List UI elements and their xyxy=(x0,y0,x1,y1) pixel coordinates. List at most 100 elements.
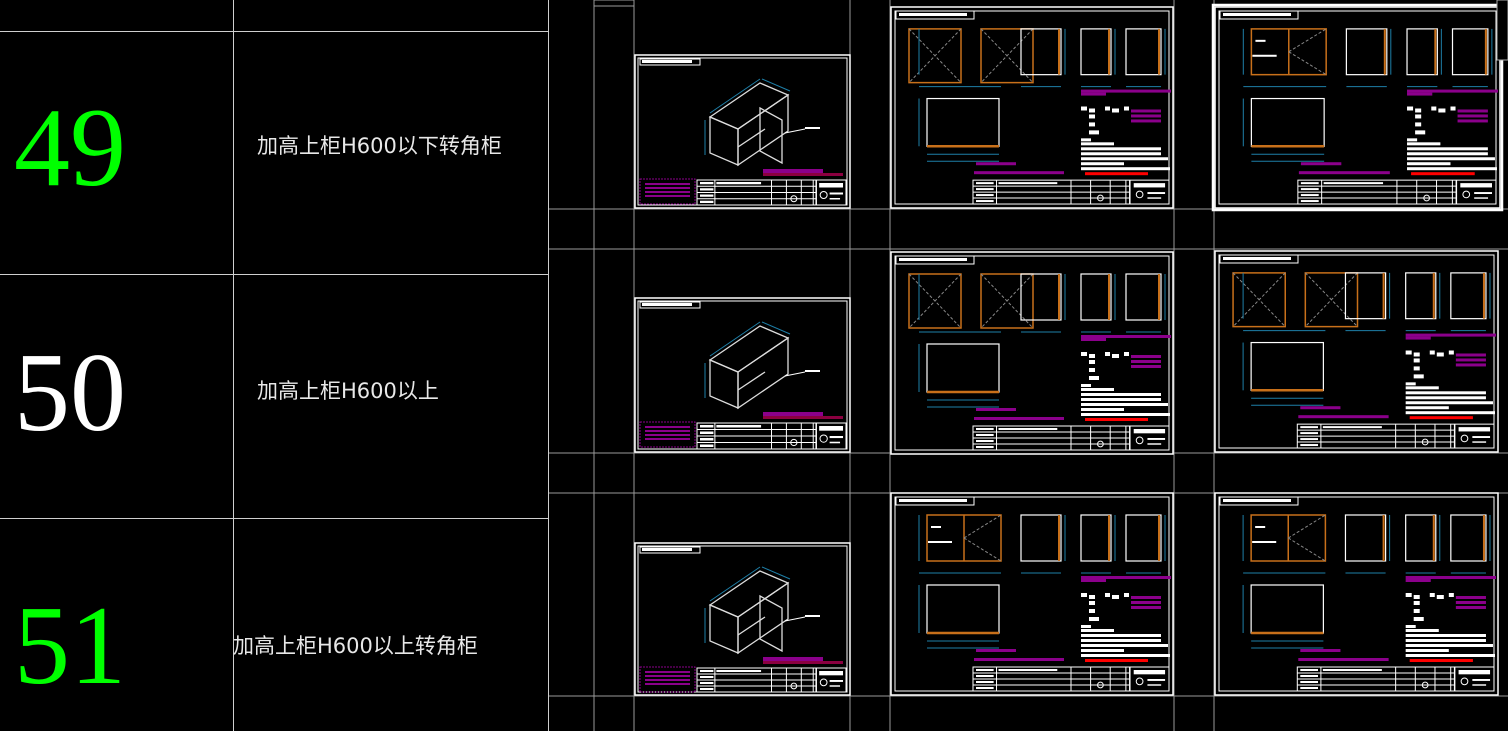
side-view xyxy=(1080,28,1112,76)
side-view xyxy=(1125,28,1162,76)
company-info xyxy=(1147,443,1162,445)
spec-text xyxy=(1407,167,1497,171)
note-bar xyxy=(1405,579,1431,582)
spec-cell xyxy=(1089,108,1095,113)
title-block-cell xyxy=(1300,675,1318,677)
spec-text xyxy=(1081,625,1091,628)
spec-note xyxy=(1455,596,1486,599)
spec-note xyxy=(1455,363,1486,367)
side-view xyxy=(1125,273,1162,321)
spec-cell xyxy=(1081,106,1087,111)
row-divider xyxy=(0,274,549,275)
leader-label xyxy=(805,615,820,617)
side-view xyxy=(1344,514,1387,562)
spec-cell xyxy=(1438,108,1446,113)
spec-text xyxy=(1405,391,1486,395)
note-bar xyxy=(1300,649,1341,652)
company-logo xyxy=(1458,670,1491,675)
spec-cell xyxy=(1089,601,1095,605)
row-number: 51 xyxy=(14,584,126,708)
spec-note xyxy=(1457,114,1488,118)
note-bar xyxy=(976,162,1016,166)
title-block-cell xyxy=(700,182,714,185)
title-block-cell xyxy=(1300,681,1318,683)
leader-label xyxy=(805,370,820,372)
warning-note xyxy=(1085,659,1148,662)
note-bar xyxy=(974,417,1064,420)
leader-label xyxy=(1255,526,1266,528)
note-bar xyxy=(976,408,1016,411)
title-block-cell xyxy=(700,438,714,441)
sheet-header-text xyxy=(642,303,692,306)
cabinet-outline xyxy=(737,581,789,655)
company-info xyxy=(829,192,844,195)
spec-cell xyxy=(1413,352,1420,357)
dimension-line xyxy=(709,78,761,114)
revision-note xyxy=(645,430,690,432)
door-swing-line xyxy=(980,273,1034,329)
company-logo xyxy=(1133,670,1166,675)
note-bar xyxy=(1405,333,1496,337)
spec-text xyxy=(1081,388,1114,391)
title-block-cell xyxy=(1322,426,1382,429)
spec-text xyxy=(1405,625,1416,628)
leader-label xyxy=(805,127,820,129)
spec-text xyxy=(1407,142,1441,146)
spec-cell xyxy=(1112,354,1119,358)
side-view xyxy=(1344,272,1387,320)
revision-note xyxy=(645,191,690,193)
side-view xyxy=(1405,514,1437,562)
dimension-line xyxy=(761,78,791,92)
sheet-border xyxy=(1214,492,1499,696)
revision-note xyxy=(645,434,690,436)
company-seal-icon xyxy=(1135,190,1144,199)
row-number: 50 xyxy=(14,331,126,455)
front-view-panel xyxy=(980,28,1034,84)
front-view-panel xyxy=(980,273,1034,329)
note-bar xyxy=(1081,335,1171,338)
title-block-cell xyxy=(700,425,714,428)
table-divider-2 xyxy=(548,0,549,731)
revision-note xyxy=(645,187,690,189)
title-block-cell xyxy=(700,188,714,191)
door-outline xyxy=(759,106,783,165)
note-bar xyxy=(1298,171,1390,175)
logo-icon xyxy=(1097,194,1104,202)
table-divider-1 xyxy=(233,0,234,731)
dimension-line xyxy=(709,566,761,602)
title-block-cell xyxy=(1300,444,1318,447)
company-seal-icon xyxy=(1460,434,1469,443)
company-info xyxy=(1472,441,1487,443)
note-bar xyxy=(763,416,843,419)
spec-cell xyxy=(1089,354,1095,358)
note-bar xyxy=(1081,92,1106,96)
title-block-cell xyxy=(976,675,994,677)
side-view xyxy=(1451,28,1489,76)
spec-note xyxy=(1131,109,1161,113)
door-swing-line xyxy=(1232,272,1286,327)
spec-text xyxy=(1081,138,1091,142)
shelf-line xyxy=(737,371,766,391)
side-view xyxy=(1125,514,1162,562)
revision-note xyxy=(645,183,690,185)
company-info xyxy=(829,685,841,687)
spec-text xyxy=(1081,147,1161,151)
spec-text xyxy=(1081,142,1114,146)
spec-text xyxy=(1405,401,1493,405)
note-bar xyxy=(1081,89,1171,93)
sheet-header-text xyxy=(642,60,692,63)
row-label: 加高上柜H600以下转角柜 xyxy=(257,134,502,158)
company-logo xyxy=(1460,183,1492,188)
logo-icon xyxy=(1421,681,1429,689)
logo-icon xyxy=(790,438,798,447)
company-info xyxy=(1147,679,1166,681)
title-block-cell xyxy=(1323,182,1384,185)
spec-text xyxy=(1405,406,1449,410)
door-swing-line xyxy=(908,28,962,83)
spec-text xyxy=(1407,157,1495,161)
door-swing-line xyxy=(980,28,1034,83)
sheet-border xyxy=(890,492,1174,696)
title-block-cell xyxy=(998,669,1058,671)
spec-note xyxy=(1131,601,1161,604)
